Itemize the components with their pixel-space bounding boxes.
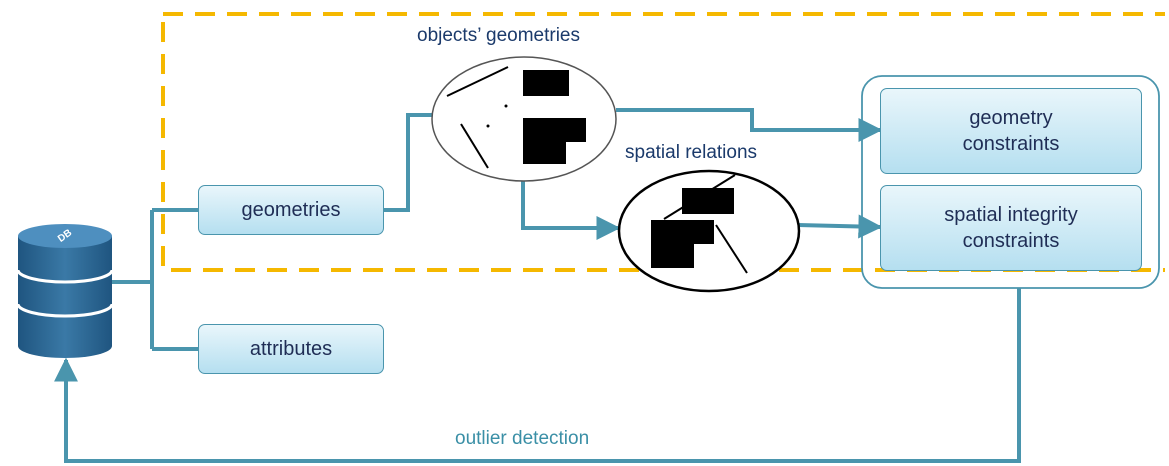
database-icon: DB — [16, 224, 114, 358]
spatial-integrity-constraints-line1: spatial integrity — [944, 204, 1078, 226]
dashed-region — [161, 12, 1165, 272]
spatial-integrity-constraints-box[interactable]: spatial integrity constraints — [880, 185, 1142, 271]
connectors — [54, 108, 1021, 463]
geometry-constraints-box[interactable]: geometry constraints — [880, 88, 1142, 174]
constraints-container — [861, 75, 1160, 289]
geometry-constraints-line1: geometry — [969, 107, 1053, 129]
objects-geometries-figure — [431, 56, 617, 182]
spatial-relations-label: spatial relations — [625, 142, 758, 163]
outlier-detection-label: outlier detection — [455, 428, 590, 449]
spatial-integrity-constraints-line2: constraints — [962, 230, 1060, 252]
objects-geometries-label: objects’ geometries — [417, 25, 580, 46]
geometries-label: geometries — [241, 199, 341, 221]
geometries-box[interactable]: geometries — [198, 185, 384, 235]
spatial-relations-figure — [617, 169, 801, 293]
geometry-constraints-line2: constraints — [962, 133, 1060, 155]
attributes-label: attributes — [249, 338, 333, 360]
attributes-box[interactable]: attributes — [198, 324, 384, 374]
